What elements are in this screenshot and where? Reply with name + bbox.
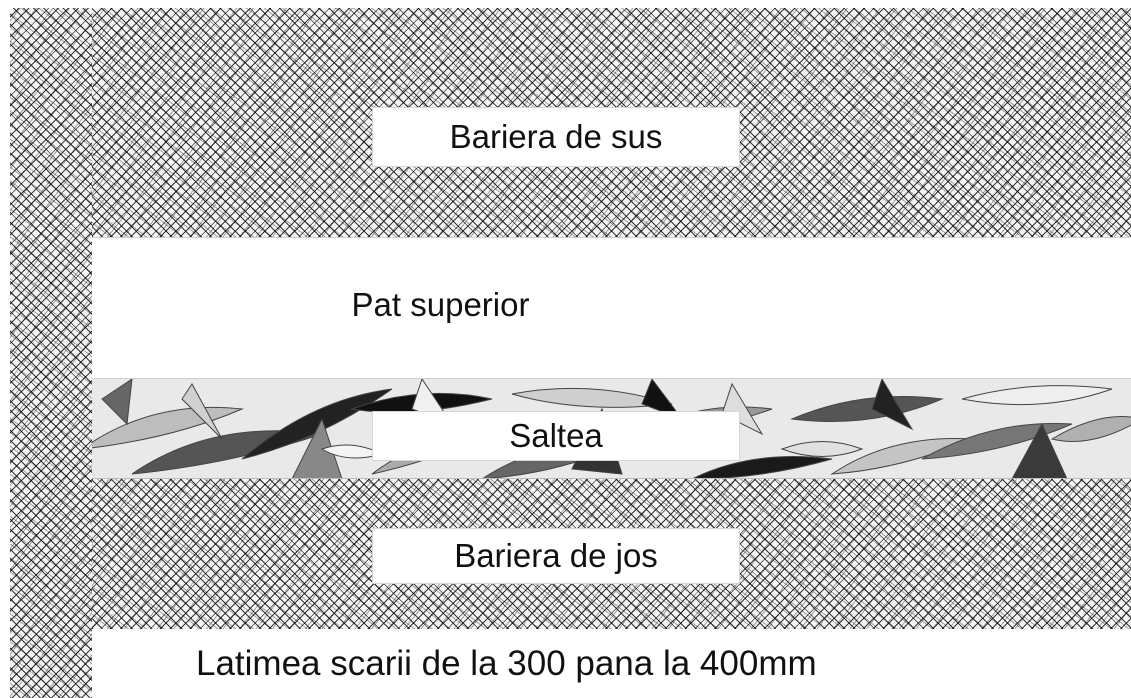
ladder-width-label: Latimea scarii de la 300 pana la 400mm xyxy=(196,643,817,683)
footer-strip: Latimea scarii de la 300 pana la 400mm xyxy=(92,629,1131,698)
side-rail-hatched xyxy=(10,8,93,698)
top-margin xyxy=(0,0,1131,8)
upper-bed-label: Pat superior xyxy=(222,270,659,340)
bottom-barrier-label: Bariera de jos xyxy=(372,528,740,584)
top-barrier-label: Bariera de sus xyxy=(372,107,740,167)
mattress-label: Saltea xyxy=(372,411,740,461)
